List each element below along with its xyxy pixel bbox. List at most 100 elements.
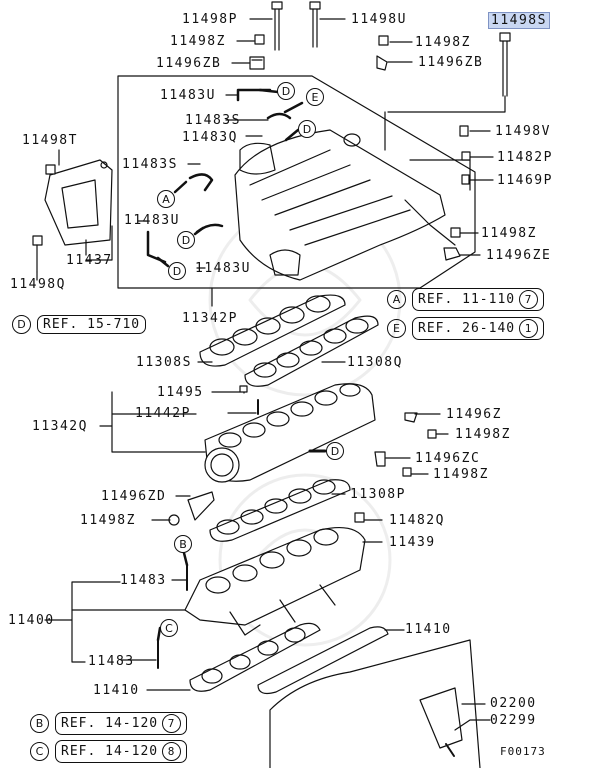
reference-C[interactable]: C REF. 14-120 8 xyxy=(30,740,188,763)
label-11498Z-top: 11498Z xyxy=(170,34,226,49)
bracket-02200 xyxy=(419,687,463,749)
nut-11482Q xyxy=(354,512,365,523)
reference-B[interactable]: B REF. 14-120 7 xyxy=(30,712,188,735)
small-bolt-11498Z xyxy=(254,34,265,45)
label-11498P: 11498P xyxy=(182,12,238,27)
reference-E[interactable]: E REF. 26-140 1 xyxy=(387,317,545,340)
bolt-11498Q xyxy=(32,235,43,246)
label-02200: 02200 xyxy=(490,696,537,711)
gasket-11410-lower xyxy=(189,622,321,692)
label-11483-b: 11483 xyxy=(88,654,135,669)
reference-box[interactable]: REF. 14-120 8 xyxy=(55,740,188,763)
lower-intake-manifold-11400 xyxy=(184,527,366,636)
reference-mark: D xyxy=(12,315,31,334)
bolt-11498Z-b2 xyxy=(402,467,412,477)
label-11442P: 11442P xyxy=(135,406,191,421)
callout-D: D xyxy=(326,442,344,460)
bracket-11496ZB-right xyxy=(376,55,388,71)
reference-box[interactable]: REF. 11-110 7 xyxy=(412,288,545,311)
label-11483Q: 11483Q xyxy=(182,130,238,145)
callout-D: D xyxy=(168,262,186,280)
callout-A: A xyxy=(157,190,175,208)
label-02299: 02299 xyxy=(490,713,537,728)
label-11498Z-left: 11498Z xyxy=(80,513,136,528)
reference-D[interactable]: D REF. 15-710 xyxy=(12,315,147,334)
nut-11482P xyxy=(461,151,471,161)
top-bolt-11498P xyxy=(271,1,283,51)
figure-code: F00173 xyxy=(500,745,546,758)
hose-11483U-lower xyxy=(146,230,167,264)
label-11498Z-b2: 11498Z xyxy=(433,467,489,482)
reference-text: REF. 11-110 xyxy=(418,292,516,307)
label-11495: 11495 xyxy=(157,385,204,400)
label-11342Q: 11342Q xyxy=(32,419,88,434)
label-11483-a: 11483 xyxy=(120,573,167,588)
label-11496ZC: 11496ZC xyxy=(415,451,481,466)
label-11496ZB-left: 11496ZB xyxy=(156,56,222,71)
bolt-11498V xyxy=(459,125,469,137)
stud-11469P xyxy=(461,174,470,185)
label-11308P: 11308P xyxy=(350,487,406,502)
reference-number: 8 xyxy=(162,742,182,761)
hose-11483S xyxy=(266,112,292,120)
bolt-02299 xyxy=(445,743,455,757)
bolt-11498Z-b1 xyxy=(427,429,437,439)
reference-box[interactable]: REF. 26-140 1 xyxy=(412,317,545,340)
label-11437: 11437 xyxy=(66,253,113,268)
gasket-11410-upper xyxy=(257,626,389,695)
intake-manifold-11342Q xyxy=(204,383,376,483)
callout-D: D xyxy=(298,120,316,138)
callout-E: E xyxy=(306,88,324,106)
callout-B: B xyxy=(174,535,192,553)
label-11410-b: 11410 xyxy=(93,683,140,698)
reference-number: 7 xyxy=(519,290,539,309)
reference-text: REF. 15-710 xyxy=(43,317,141,332)
reference-text: REF. 26-140 xyxy=(418,321,516,336)
label-11498Z-b1: 11498Z xyxy=(455,427,511,442)
gasket-11308S xyxy=(199,294,346,367)
label-11483U-b: 11483U xyxy=(124,213,180,228)
gasket-11308Q xyxy=(244,315,379,387)
label-11496ZE: 11496ZE xyxy=(486,248,552,263)
reference-mark: A xyxy=(387,290,406,309)
bracket-11496ZC xyxy=(374,451,386,467)
bracket-11496ZE xyxy=(443,247,461,261)
bracket-11496ZB xyxy=(249,56,265,70)
small-bolt-11498Z-right xyxy=(378,35,389,46)
reference-mark: E xyxy=(387,319,406,338)
label-11496Z: 11496Z xyxy=(446,407,502,422)
label-11496ZB-right: 11496ZB xyxy=(418,55,484,70)
label-11483S-a: 11483S xyxy=(185,113,241,128)
bolt-11498Z-mid xyxy=(450,227,461,238)
reference-box[interactable]: REF. 15-710 xyxy=(37,315,147,334)
reference-box[interactable]: REF. 14-120 7 xyxy=(55,712,188,735)
bracket-11437 xyxy=(44,159,113,256)
label-11342P: 11342P xyxy=(182,311,238,326)
leader-lines xyxy=(36,18,494,731)
label-11400: 11400 xyxy=(8,613,55,628)
label-11498Z-topright: 11498Z xyxy=(415,35,471,50)
engine-block xyxy=(269,639,481,768)
label-11439: 11439 xyxy=(389,535,436,550)
reference-text: REF. 14-120 xyxy=(61,716,159,731)
label-11498Z-mid: 11498Z xyxy=(481,226,537,241)
label-11469P: 11469P xyxy=(497,173,553,188)
label-11498S-highlighted[interactable]: 11498S xyxy=(488,12,550,29)
bracket-11496ZD xyxy=(187,491,215,521)
top-bolt-11498U xyxy=(309,1,321,48)
callout-C: C xyxy=(160,619,178,637)
label-11498U: 11498U xyxy=(351,12,407,27)
label-11483U-a: 11483U xyxy=(160,88,216,103)
upper-intake-manifold-11342P xyxy=(234,111,471,281)
label-11410-a: 11410 xyxy=(405,622,452,637)
label-11498V: 11498V xyxy=(495,124,551,139)
label-11498T: 11498T xyxy=(22,133,78,148)
callout-D: D xyxy=(177,231,195,249)
callout-D: D xyxy=(277,82,295,100)
label-11308Q: 11308Q xyxy=(347,355,403,370)
label-11483S-b: 11483S xyxy=(122,157,178,172)
reference-A[interactable]: A REF. 11-110 7 xyxy=(387,288,545,311)
reference-mark: C xyxy=(30,742,49,761)
